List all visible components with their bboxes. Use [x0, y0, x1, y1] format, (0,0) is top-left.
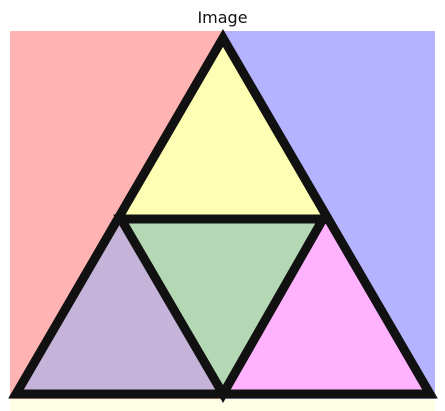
bottom-right-triangle	[223, 219, 430, 394]
image-title: Image	[197, 8, 248, 27]
inner-triangle-outline	[113, 214, 331, 404]
triangle-outlines	[8, 29, 438, 404]
top-triangle	[121, 38, 323, 219]
center-triangle	[121, 219, 323, 394]
bottom-left-triangle	[16, 219, 223, 394]
bottom-strip	[10, 399, 435, 411]
